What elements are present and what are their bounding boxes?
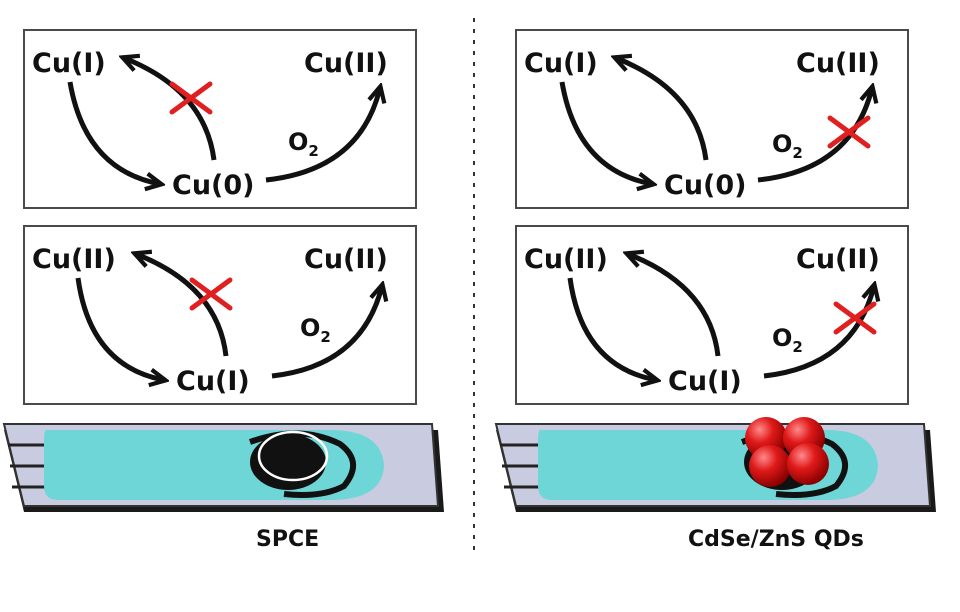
species-top-right: Cu(II): [796, 48, 880, 79]
species-bottom: Cu(0): [172, 170, 255, 201]
oxidation-arrow: [763, 286, 874, 379]
electrode-caption: SPCE: [256, 527, 319, 552]
panel-qd-cu0: Cu(I) Cu(II) Cu(0) O2: [515, 29, 909, 209]
species-bottom: Cu(I): [668, 366, 742, 397]
oxidant-label: O2: [772, 324, 803, 356]
species-bottom: Cu(I): [176, 366, 250, 397]
species-top-left: Cu(I): [32, 48, 106, 79]
panel-frame: [23, 29, 417, 209]
species-bottom: Cu(0): [664, 170, 747, 201]
blocked-cross: [827, 115, 871, 149]
blocked-cross: [189, 277, 233, 311]
counter-electrode: [248, 430, 356, 498]
species-top-left: Cu(II): [32, 244, 116, 275]
panel-qd-cu1: Cu(II) Cu(II) Cu(I) O2: [515, 225, 909, 405]
panel-spce-cu0: Cu(I) Cu(II) Cu(0) O2: [23, 29, 417, 209]
oxidation-arrow: [757, 88, 872, 183]
oxidation-arrow: [265, 88, 380, 183]
reverse-arrow: [616, 58, 709, 161]
electrode-caption: CdSe/ZnS QDs: [688, 527, 864, 552]
qd-modified-electrode: CdSe/ZnS QDs: [494, 417, 936, 552]
reduction-arrow: [67, 81, 160, 184]
reduction-arrow: [75, 277, 164, 380]
oxidant-label: O2: [288, 128, 319, 160]
oxidation-arrow: [271, 286, 382, 379]
working-electrode: [250, 434, 326, 490]
oxidant-label: O2: [772, 130, 803, 162]
blocked-cross: [833, 301, 877, 335]
contact-pins: [500, 443, 542, 489]
panel-spce-cu1: Cu(II) Cu(II) Cu(I) O2: [23, 225, 417, 405]
quantum-dots: [745, 417, 829, 487]
species-top-right: Cu(II): [304, 244, 388, 275]
reverse-arrow: [136, 254, 229, 357]
species-top-left: Cu(II): [524, 244, 608, 275]
species-top-right: Cu(II): [796, 244, 880, 275]
reduction-arrow: [567, 277, 656, 380]
spce-electrode: SPCE: [2, 423, 444, 552]
contact-pins: [8, 443, 50, 489]
oxidant-label: O2: [300, 314, 331, 346]
species-top-left: Cu(I): [524, 48, 598, 79]
reduction-arrow: [559, 81, 652, 184]
panel-frame: [515, 29, 909, 209]
blocked-cross: [169, 81, 213, 115]
species-top-right: Cu(II): [304, 48, 388, 79]
reverse-arrow: [628, 254, 721, 357]
